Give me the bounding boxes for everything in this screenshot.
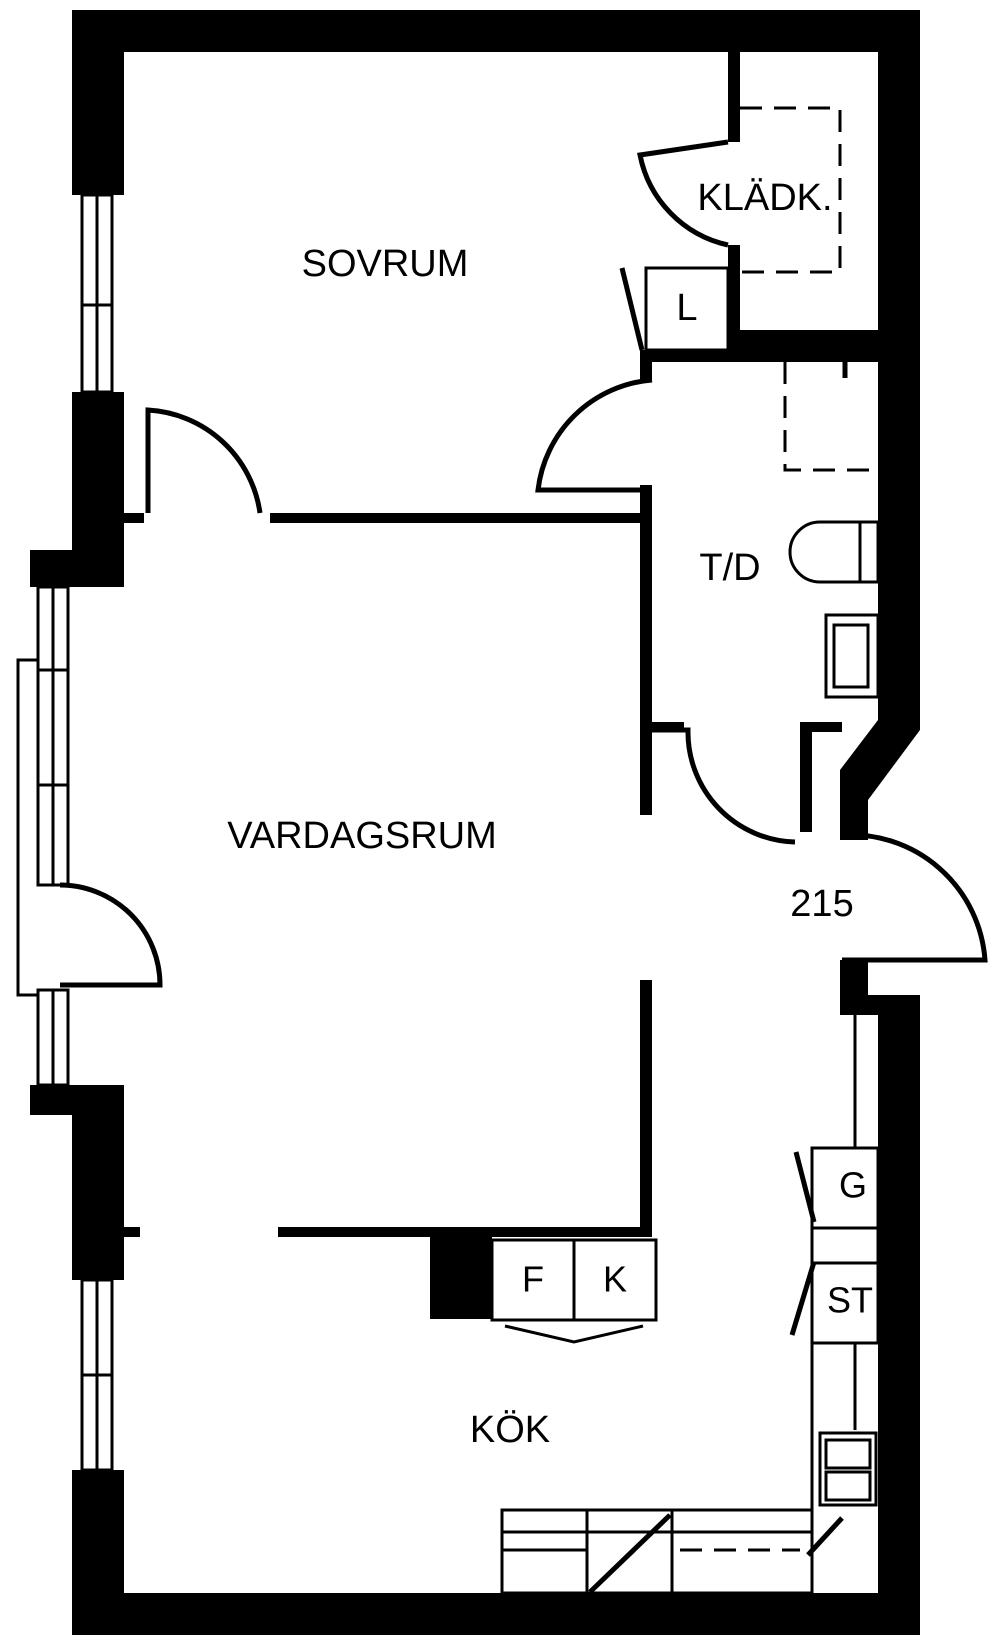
closet-shelf [740, 106, 842, 274]
wall-bath-top [640, 350, 880, 362]
wall-right-upper [878, 10, 920, 730]
label-stove: ST [827, 1280, 873, 1321]
door-closet [637, 139, 729, 248]
label-closet: KLÄDK. [697, 177, 832, 219]
labels: SOVRUM KLÄDK. L T/D VARDAGSRUM 215 KÖK F… [227, 177, 873, 1451]
exterior-walls [30, 10, 920, 1635]
wall-left-bottom [72, 1470, 124, 1635]
window-bedroom [80, 193, 114, 394]
wall-right-lower [878, 995, 920, 1635]
door-linen [619, 267, 645, 351]
label-oven: G [839, 1165, 867, 1206]
label-unit-number: 215 [790, 883, 853, 925]
bath-fixtures [783, 362, 880, 699]
entry-jamb-bottom-b [840, 995, 920, 1015]
counter-gap [810, 1226, 880, 1265]
wall-top [72, 10, 920, 52]
doors [59, 139, 988, 988]
kitchen-sink-icon [818, 1431, 878, 1507]
wall-left-top [72, 10, 124, 195]
fridge-box [490, 1238, 576, 1322]
linen-cabinet [644, 266, 730, 352]
stove-box [810, 1261, 880, 1345]
wall-kitchen-stub [124, 1227, 140, 1237]
windows [16, 193, 114, 1472]
kitchen-pillar [430, 1237, 492, 1319]
label-freezer: K [603, 1259, 627, 1300]
wall-bath-left [640, 485, 652, 815]
wall-bedroom-bottom-stub [124, 513, 144, 523]
label-kitchen: KÖK [470, 1409, 550, 1451]
window-kitchen [80, 1278, 114, 1472]
wall-bath-bottom-left [652, 722, 684, 732]
wall-bedroom-bottom [270, 513, 652, 523]
fridge-door-swing [504, 1324, 644, 1344]
label-linen: L [676, 287, 697, 329]
sink-icon [824, 613, 880, 699]
wall-bottom [72, 1593, 920, 1635]
freezer-box [572, 1238, 658, 1322]
door-entry [841, 832, 988, 963]
door-hall [652, 727, 796, 845]
label-living: VARDAGSRUM [227, 815, 497, 857]
bay-jamb-bottom [30, 1085, 72, 1115]
label-fridge: F [522, 1259, 544, 1300]
entry-jamb-top [840, 770, 868, 840]
window-bay [16, 585, 70, 1087]
wall-living-lower [640, 980, 652, 1235]
door-bay [59, 882, 163, 988]
bay-jamb-top [30, 550, 72, 587]
door-bathroom [535, 377, 653, 493]
label-bathroom: T/D [699, 547, 760, 589]
bottom-counter [500, 1508, 844, 1595]
label-bedroom: SOVRUM [302, 243, 469, 285]
shower-boundary [783, 362, 880, 472]
wall-bath-left-upper [640, 350, 652, 380]
wall-left-mid [72, 392, 124, 587]
toilet-icon [788, 520, 880, 584]
door-bedroom [145, 407, 263, 514]
interior-walls [124, 52, 920, 1319]
wall-closet-left-bottom [728, 245, 740, 355]
wall-kitchen-top [278, 1227, 652, 1237]
kitchen-fixtures [490, 1015, 880, 1595]
wall-bath-door-jamb [800, 722, 812, 832]
wall-closet-left-top [728, 52, 740, 142]
wall-bath-bottom-right [800, 722, 842, 732]
wall-left-lower [72, 1085, 124, 1280]
